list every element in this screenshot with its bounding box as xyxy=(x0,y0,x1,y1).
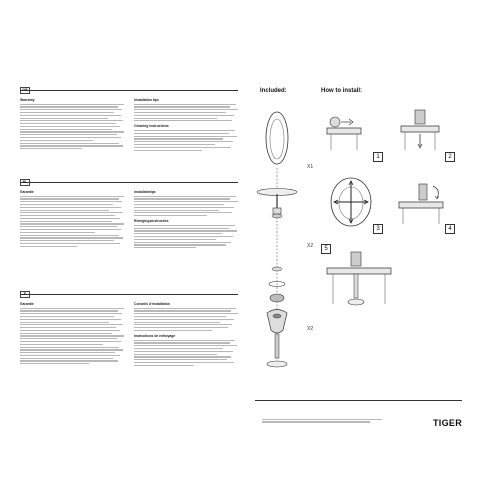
step-4-illustration xyxy=(398,183,444,224)
install-step-3: 3 xyxy=(321,172,383,234)
step-number: 4 xyxy=(445,224,455,234)
language-flag: F xyxy=(20,291,30,298)
install-body-lines xyxy=(134,195,238,217)
install-column: Installation tips Cleaning instructions xyxy=(134,98,238,152)
cleaning-title: Reinigingsinstructies xyxy=(134,219,169,224)
language-flag: NL xyxy=(20,179,30,186)
step-number: 5 xyxy=(321,244,331,254)
install-step-1: 1 xyxy=(321,100,383,162)
cleaning-body-lines xyxy=(134,130,238,151)
tiger-logo: TIGER xyxy=(433,418,463,428)
install-body-lines xyxy=(134,103,238,122)
install-step-4: 4 xyxy=(393,172,455,234)
section-nl: NL Garantie Installatietips Reinigingsin… xyxy=(20,179,238,294)
parts-exploded-view: X1 X2 X2 xyxy=(255,98,315,388)
section-divider xyxy=(20,294,238,295)
section-gb: GB Warranty Installation tips Cleaning i… xyxy=(20,87,238,182)
diagram-panel: Included: How to install: X1 X2 X2 xyxy=(255,88,465,388)
warranty-title: Garantie xyxy=(20,190,34,194)
quantity-label-fixing: X2 xyxy=(307,326,314,332)
section-divider xyxy=(20,182,238,183)
step-number: 2 xyxy=(445,152,455,162)
section-divider xyxy=(20,90,238,91)
language-flag: GB xyxy=(20,87,30,94)
cleaning-title: Instructions de nettoyage xyxy=(134,334,176,339)
install-body-lines xyxy=(134,307,238,332)
included-label: Included: xyxy=(260,88,287,94)
instructions-text-panel: GB Warranty Installation tips Cleaning i… xyxy=(20,87,238,450)
install-title: Installation tips xyxy=(134,98,159,102)
install-title: Conseils d'installation xyxy=(134,302,170,306)
cleaning-body-lines xyxy=(134,339,238,366)
step-3-illustration xyxy=(330,177,372,227)
step-5-illustration xyxy=(326,251,392,306)
section-f: F Garantie Conseils d'installation Instr… xyxy=(20,291,238,444)
warranty-body-lines xyxy=(20,195,124,247)
footer-address-lines xyxy=(262,417,382,424)
step-number: 3 xyxy=(373,224,383,234)
install-column: Conseils d'installation Instructions de … xyxy=(134,302,238,367)
parts-drawing xyxy=(256,111,298,368)
warranty-column: Warranty xyxy=(20,98,124,151)
step-number: 1 xyxy=(373,152,383,162)
cleaning-body-lines xyxy=(134,224,238,249)
warranty-body-lines xyxy=(20,307,124,365)
install-column: Installatietips Reinigingsinstructies xyxy=(134,190,238,250)
warranty-title: Warranty xyxy=(20,98,35,102)
install-step-2: 2 xyxy=(393,100,455,162)
install-title: Installatietips xyxy=(134,190,156,194)
step-1-illustration xyxy=(326,116,362,150)
warranty-body-lines xyxy=(20,103,124,150)
quantity-label-hinge: X2 xyxy=(307,243,314,249)
warranty-column: Garantie xyxy=(20,302,124,366)
cleaning-title: Cleaning instructions xyxy=(134,124,169,129)
install-step-5: 5 xyxy=(321,244,405,316)
footer-divider xyxy=(255,400,462,401)
warranty-title: Garantie xyxy=(20,302,34,306)
warranty-column: Garantie xyxy=(20,190,124,248)
step-2-illustration xyxy=(400,109,440,150)
quantity-label-seat: X1 xyxy=(307,164,314,170)
how-to-install-label: How to install: xyxy=(321,88,362,94)
